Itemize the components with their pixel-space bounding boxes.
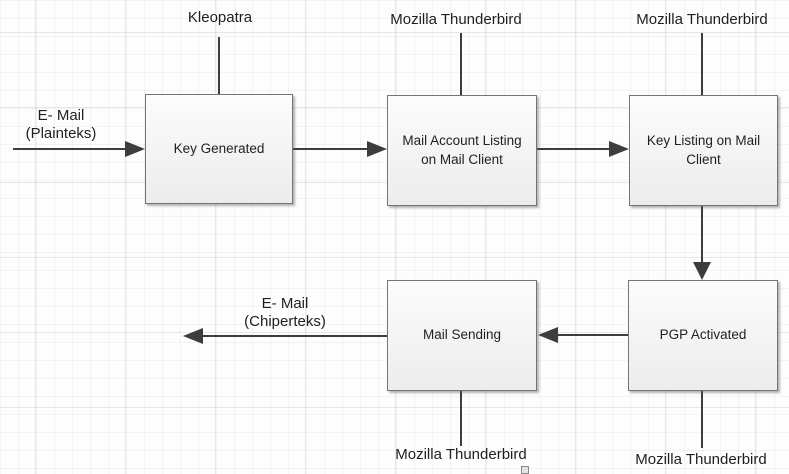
arrow-keylist-to-pgp-line [701,206,703,263]
arrow-account-to-keylist-line [537,148,610,150]
arrow-keylist-to-pgp-head-icon [693,262,711,280]
arrow-output-line [203,335,387,337]
label-email-chiperteks: E- Mail (Chiperteks) [244,295,326,330]
node-key-listing[interactable]: Key Listing on Mail Client [629,95,778,206]
label-email-chiperteks-line2: (Chiperteks) [244,312,326,330]
annotation-thunderbird-pgp: Mozilla Thunderbird [635,451,767,468]
label-email-plainteks-line2: (Plainteks) [25,124,97,142]
node-key-generated-label: Key Generated [173,140,265,156]
arrow-keygen-to-account-head-icon [367,141,387,157]
node-mail-account-listing[interactable]: Mail Account Listing on Mail Client [387,95,537,206]
node-key-listing-label: Key Listing on Mail Client [646,133,761,167]
annotation-thunderbird-account: Mozilla Thunderbird [390,11,522,28]
connector-thunderbird-keylist-line [701,33,703,95]
arrow-keygen-to-account-line [293,148,368,150]
node-pgp-activated-label: PGP Activated [659,327,747,343]
annotation-kleopatra: Kleopatra [187,9,253,26]
arrow-input-line [13,148,125,150]
connector-kleopatra-line [218,37,220,94]
connector-thunderbird-account-line [460,33,462,95]
arrow-pgp-to-sending-head-icon [538,327,558,343]
object-anchor-mark [521,466,529,474]
connector-thunderbird-pgp-line [701,391,703,448]
annotation-thunderbird-keylist: Mozilla Thunderbird [636,11,768,28]
arrow-output-head-icon [183,328,203,344]
label-email-chiperteks-line1: E- Mail [261,295,309,312]
label-email-plainteks-line1: E- Mail [37,107,85,124]
arrow-pgp-to-sending-line [558,334,628,336]
connector-thunderbird-sending-line [460,391,462,446]
node-key-generated[interactable]: Key Generated [145,94,293,204]
arrow-account-to-keylist-head-icon [609,141,629,157]
arrow-input-head-icon [125,141,145,157]
node-mail-sending-label: Mail Sending [422,327,502,343]
node-mail-sending[interactable]: Mail Sending [387,280,537,391]
annotation-thunderbird-sending: Mozilla Thunderbird [395,446,527,463]
node-pgp-activated[interactable]: PGP Activated [628,280,778,391]
node-mail-account-listing-label: Mail Account Listing on Mail Client [402,133,522,167]
label-email-plainteks: E- Mail (Plainteks) [26,107,97,142]
